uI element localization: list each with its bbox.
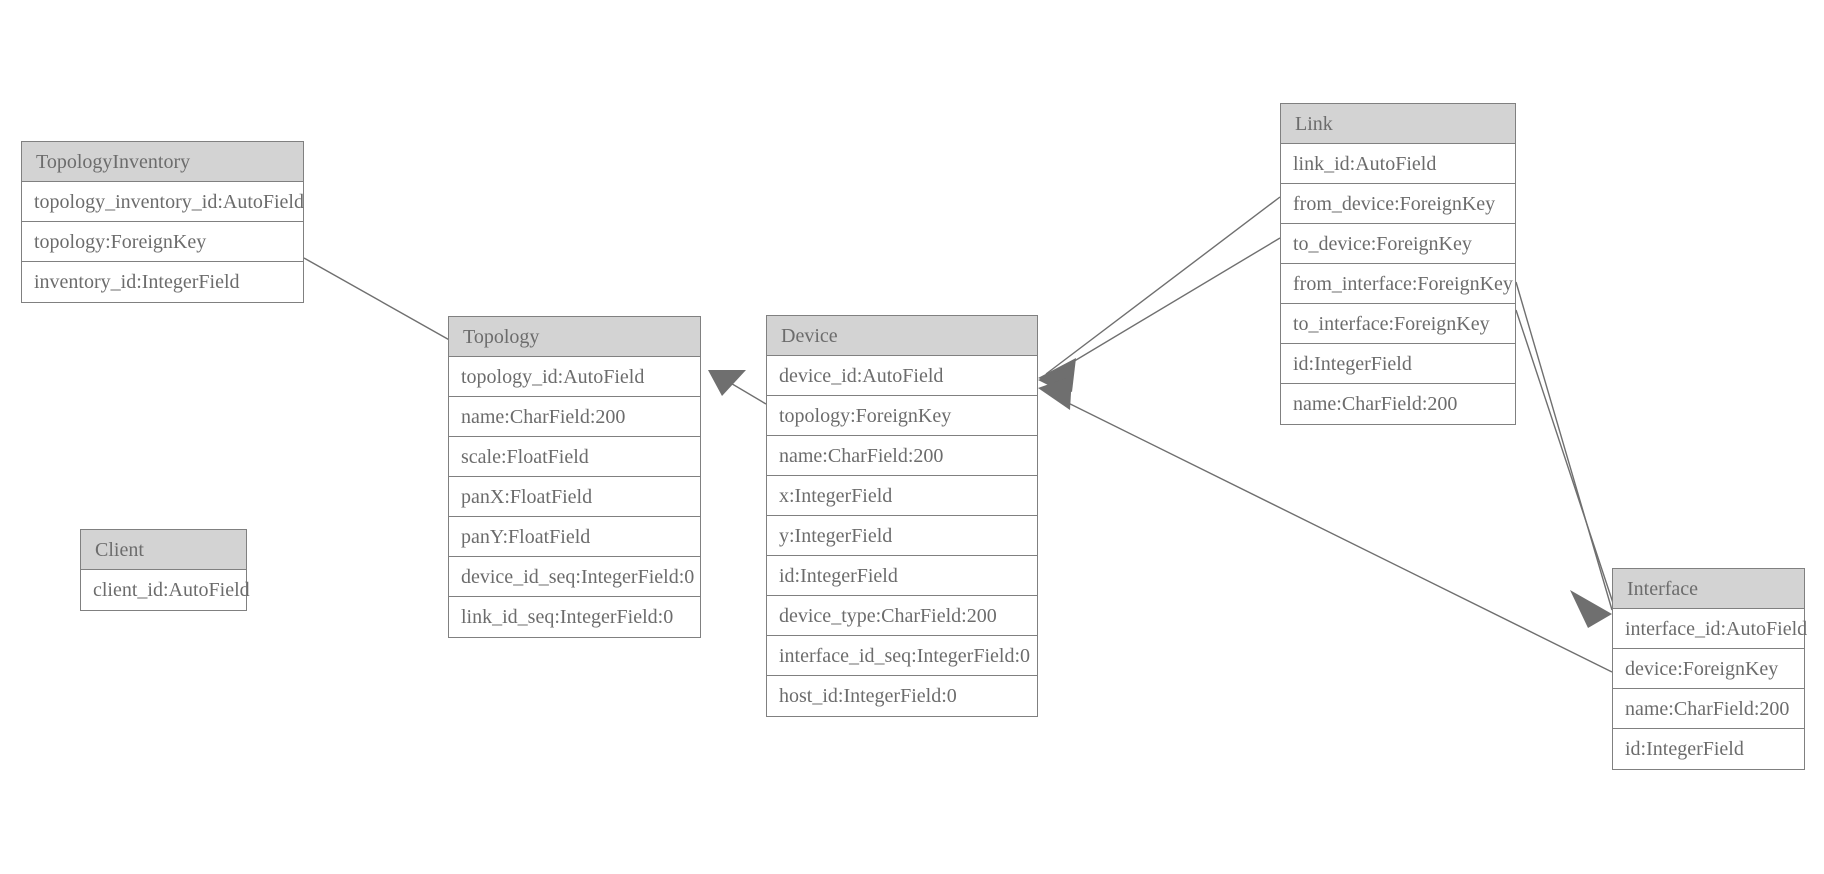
entity-field: to_interface:ForeignKey — [1281, 304, 1515, 344]
entity-field: panY:FloatField — [449, 517, 700, 557]
relationship-arrowhead-link-interface-to — [1570, 590, 1612, 628]
relationship-line-link-interface-to — [1515, 309, 1617, 613]
entity-field: client_id:AutoField — [81, 570, 250, 610]
entity-field: link_id_seq:IntegerField:0 — [449, 597, 700, 637]
relationship-arrowhead-interface-device — [1038, 376, 1072, 410]
entity-field: name:CharField:200 — [1613, 689, 1804, 729]
entity-field: id:IntegerField — [1281, 344, 1515, 384]
entity-field: topology:ForeignKey — [767, 396, 1037, 436]
entity-field: x:IntegerField — [767, 476, 1037, 516]
relationship-line-link-device-from — [1045, 196, 1281, 375]
relationship-line-link-device-to — [1045, 237, 1281, 379]
relationship-line-interface-device — [1045, 391, 1613, 673]
entity-field: host_id:IntegerField:0 — [767, 676, 1037, 716]
entity-title-link: Link — [1281, 104, 1515, 144]
entity-field: from_interface:ForeignKey — [1281, 264, 1515, 304]
relationship-arrowhead-device-topology — [708, 370, 746, 396]
relationship-arrowhead-link-device-to — [1038, 364, 1074, 396]
entity-field: from_device:ForeignKey — [1281, 184, 1515, 224]
entity-field: topology_id:AutoField — [449, 357, 700, 397]
entity-field: link_id:AutoField — [1281, 144, 1515, 184]
entity-field: interface_id_seq:IntegerField:0 — [767, 636, 1037, 676]
entity-field: id:IntegerField — [1613, 729, 1804, 769]
entity-title-topology: Topology — [449, 317, 700, 357]
entity-title-device: Device — [767, 316, 1037, 356]
relationship-line-link-interface-from — [1515, 281, 1613, 611]
entity-field: device:ForeignKey — [1613, 649, 1804, 689]
entity-field: name:CharField:200 — [767, 436, 1037, 476]
entity-field: scale:FloatField — [449, 437, 700, 477]
entity-field: topology:ForeignKey — [22, 222, 303, 262]
entity-field: device_id_seq:IntegerField:0 — [449, 557, 700, 597]
entity-field: device_id:AutoField — [767, 356, 1037, 396]
entity-field: interface_id:AutoField — [1613, 609, 1807, 649]
entity-field: y:IntegerField — [767, 516, 1037, 556]
entity-field: topology_inventory_id:AutoField — [22, 182, 304, 222]
relationship-line-device-topology — [711, 371, 767, 405]
entity-field: to_device:ForeignKey — [1281, 224, 1515, 264]
entity-field: panX:FloatField — [449, 477, 700, 517]
entity-title-client: Client — [81, 530, 246, 570]
relationship-arrowhead-link-device-from — [1038, 358, 1076, 392]
entity-field: name:CharField:200 — [449, 397, 700, 437]
entity-title-topologyinventory: TopologyInventory — [22, 142, 303, 182]
entity-field: id:IntegerField — [767, 556, 1037, 596]
entity-title-interface: Interface — [1613, 569, 1804, 609]
entity-field: inventory_id:IntegerField — [22, 262, 303, 302]
entity-field: name:CharField:200 — [1281, 384, 1515, 424]
entity-field: device_type:CharField:200 — [767, 596, 1037, 636]
